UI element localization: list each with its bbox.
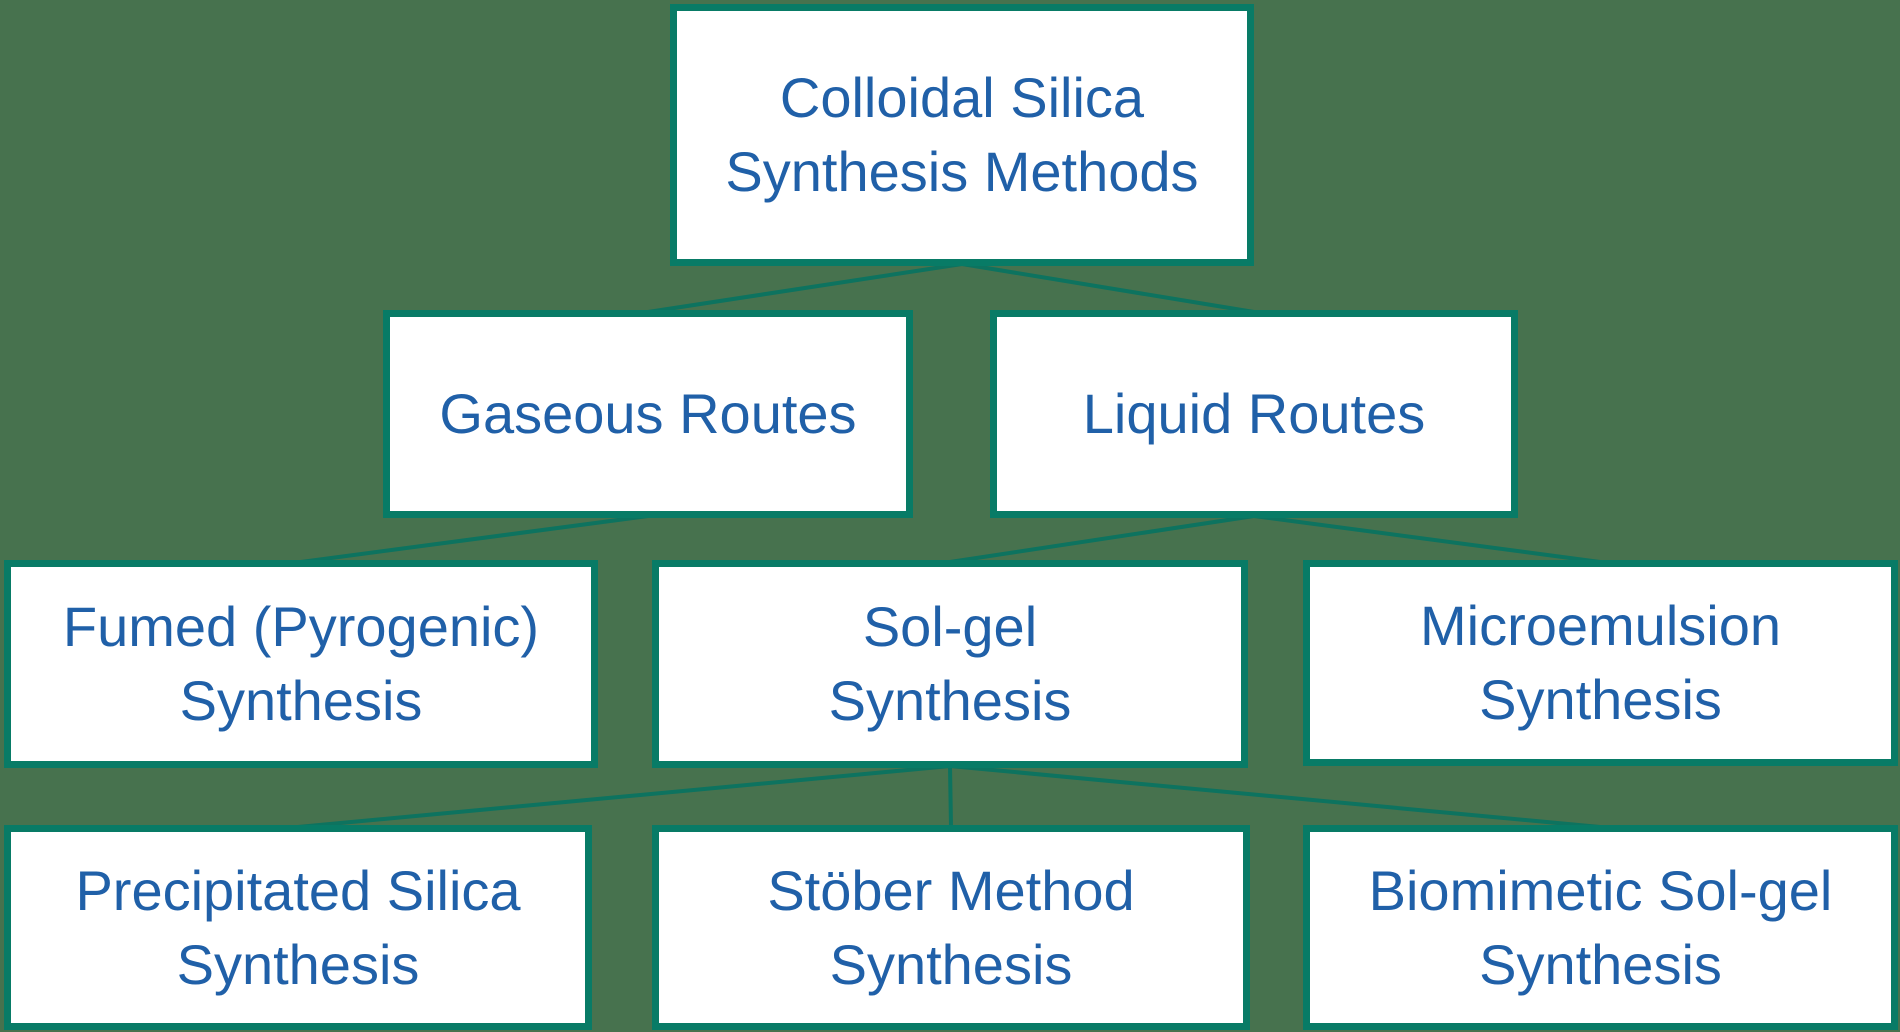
node-stober-method-synthesis: Stöber Method Synthesis: [652, 825, 1250, 1030]
node-label: Stöber Method Synthesis: [767, 858, 1135, 996]
node-biomimetic-sol-gel-synthesis: Biomimetic Sol-gel Synthesis: [1303, 825, 1898, 1030]
node-label: Colloidal Silica Synthesis Methods: [725, 66, 1199, 203]
connector-root-liquid: [961, 262, 1255, 314]
connector-gaseous-fumed: [300, 514, 649, 564]
connector-solgel-precipitated: [297, 764, 951, 829]
node-label: Precipitated Silica Synthesis: [75, 858, 521, 996]
node-label: Sol-gel Synthesis: [828, 595, 1072, 732]
node-label: Liquid Routes: [1082, 382, 1426, 446]
node-label: Biomimetic Sol-gel Synthesis: [1368, 858, 1833, 996]
node-label: Fumed (Pyrogenic) Synthesis: [62, 595, 540, 732]
connector-liquid-solgel: [949, 514, 1255, 564]
node-liquid-routes: Liquid Routes: [990, 310, 1518, 518]
node-colloidal-silica-synthesis-methods: Colloidal Silica Synthesis Methods: [670, 4, 1254, 266]
node-label: Microemulsion Synthesis: [1420, 594, 1781, 731]
node-microemulsion-synthesis: Microemulsion Synthesis: [1303, 560, 1898, 766]
connector-root-gaseous: [647, 262, 963, 314]
node-fumed-pyrogenic-synthesis: Fumed (Pyrogenic) Synthesis: [4, 560, 598, 768]
node-label: Gaseous Routes: [439, 382, 857, 446]
connector-solgel-stober: [948, 765, 953, 828]
node-precipitated-silica-synthesis: Precipitated Silica Synthesis: [4, 825, 592, 1030]
node-gaseous-routes: Gaseous Routes: [383, 310, 913, 518]
node-sol-gel-synthesis: Sol-gel Synthesis: [652, 560, 1248, 768]
connector-solgel-biomimetic: [949, 764, 1601, 829]
connector-liquid-micro: [1253, 514, 1601, 564]
